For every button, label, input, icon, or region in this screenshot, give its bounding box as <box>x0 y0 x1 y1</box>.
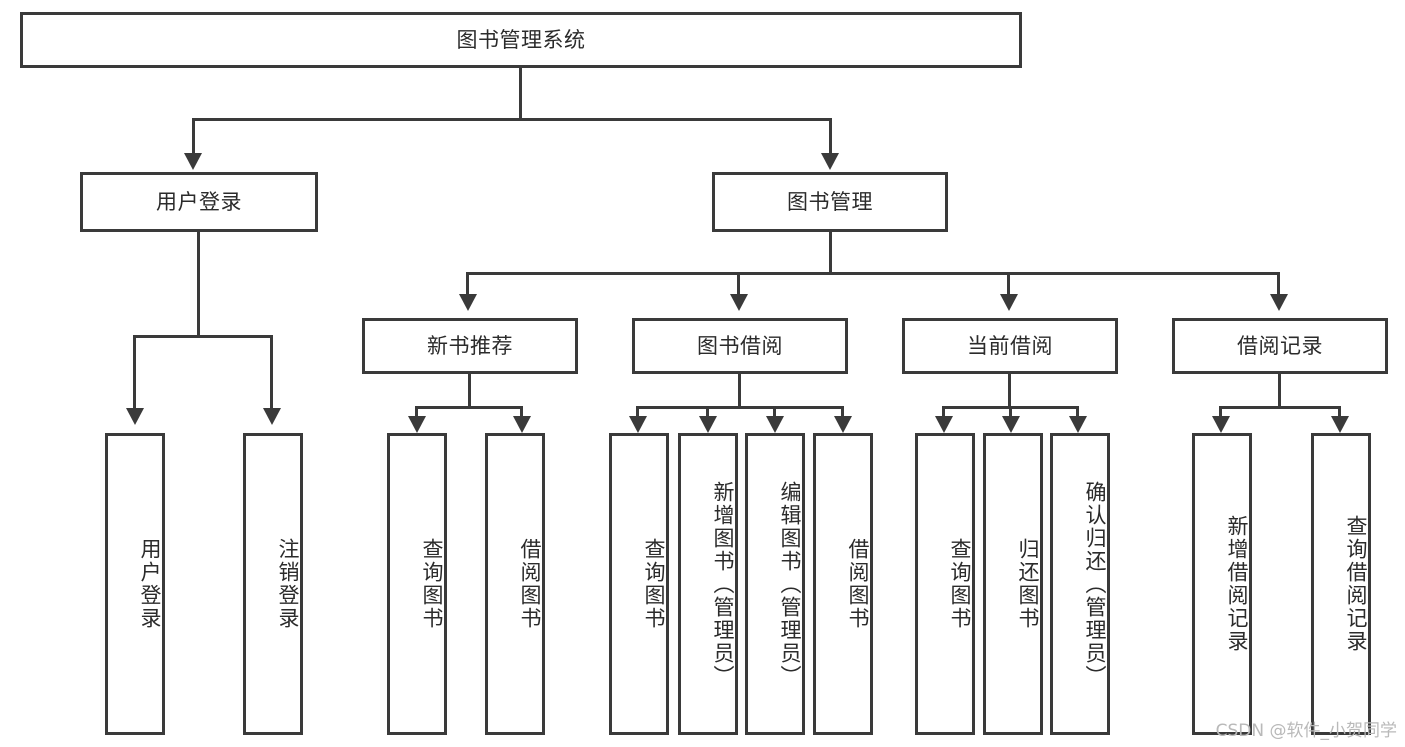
arrowhead-leaf-query-book-2 <box>629 416 647 433</box>
leaf-label: 确认归还（管理员） <box>1083 480 1107 688</box>
arrowhead-leaf-query-book-1 <box>408 416 426 433</box>
leaf-logout[interactable]: 注销登录 <box>243 433 303 735</box>
leaf-label: 用户登录 <box>138 538 162 630</box>
connector-new-book-drop-2 <box>520 406 523 418</box>
connector-book-borrow-drop-4 <box>841 406 844 418</box>
node-label: 图书管理系统 <box>456 27 586 52</box>
connector-book-mgmt-drop-3 <box>1007 272 1010 296</box>
connector-borrow-record-drop-2 <box>1338 406 1341 418</box>
connector-user-login-drop-1 <box>133 335 136 410</box>
node-label: 当前借阅 <box>967 333 1053 358</box>
connector-borrow-record-bus <box>1219 406 1341 409</box>
arrowhead-user-login <box>184 153 202 170</box>
leaf-label: 编辑图书（管理员） <box>778 480 802 688</box>
connector-to-user-login <box>192 118 195 155</box>
arrowhead-leaf-borrow-book-1 <box>513 416 531 433</box>
connector-book-mgmt-bus <box>466 272 1280 275</box>
node-book-borrow[interactable]: 图书借阅 <box>632 318 848 374</box>
leaf-current-query-book[interactable]: 查询图书 <box>915 433 975 735</box>
connector-user-login-drop-2 <box>270 335 273 410</box>
node-new-book-recommend[interactable]: 新书推荐 <box>362 318 578 374</box>
leaf-newbook-borrow-book[interactable]: 借阅图书 <box>485 433 545 735</box>
connector-new-book-stem <box>468 374 471 408</box>
leaf-label: 查询图书 <box>420 538 444 630</box>
node-book-management[interactable]: 图书管理 <box>712 172 948 232</box>
arrowhead-leaf-return-book <box>1002 416 1020 433</box>
leaf-label: 新增借阅记录 <box>1225 515 1249 653</box>
connector-root-stem <box>519 68 522 118</box>
connector-current-borrow-drop-2 <box>1009 406 1012 418</box>
connector-new-book-bus <box>415 406 523 409</box>
node-borrow-record[interactable]: 借阅记录 <box>1172 318 1388 374</box>
leaf-borrow-add-book[interactable]: 新增图书（管理员） <box>678 433 738 735</box>
connector-book-borrow-stem <box>738 374 741 408</box>
connector-book-borrow-drop-2 <box>706 406 709 418</box>
leaf-label: 查询图书 <box>948 538 972 630</box>
leaf-label: 查询图书 <box>642 538 666 630</box>
node-label: 图书管理 <box>787 189 873 214</box>
arrowhead-leaf-edit-book <box>766 416 784 433</box>
connector-current-borrow-stem <box>1008 374 1011 408</box>
arrowhead-leaf-query-record <box>1331 416 1349 433</box>
arrowhead-leaf-logout <box>263 408 281 425</box>
connector-borrow-record-drop-1 <box>1219 406 1222 418</box>
arrowhead-borrow-record <box>1270 294 1288 311</box>
connector-to-book-mgmt <box>829 118 832 155</box>
connector-user-login-stem <box>197 232 200 336</box>
arrowhead-leaf-borrow-book-2 <box>834 416 852 433</box>
leaf-label: 查询借阅记录 <box>1344 515 1368 653</box>
connector-book-mgmt-drop-4 <box>1277 272 1280 296</box>
connector-current-borrow-drop-1 <box>942 406 945 418</box>
connector-book-borrow-drop-1 <box>636 406 639 418</box>
leaf-label: 新增图书（管理员） <box>711 480 735 688</box>
node-label: 借阅记录 <box>1237 333 1323 358</box>
leaf-label: 借阅图书 <box>518 538 542 630</box>
leaf-label: 注销登录 <box>276 538 300 630</box>
node-user-login[interactable]: 用户登录 <box>80 172 318 232</box>
leaf-label: 归还图书 <box>1016 538 1040 630</box>
node-root-system[interactable]: 图书管理系统 <box>20 12 1022 68</box>
node-label: 图书借阅 <box>697 333 783 358</box>
arrowhead-leaf-add-book <box>699 416 717 433</box>
arrowhead-leaf-confirm-return <box>1069 416 1087 433</box>
node-label: 新书推荐 <box>427 333 513 358</box>
arrowhead-current-borrow <box>1000 294 1018 311</box>
node-current-borrow[interactable]: 当前借阅 <box>902 318 1118 374</box>
connector-borrow-record-stem <box>1278 374 1281 408</box>
connector-book-mgmt-stem <box>829 232 832 274</box>
arrowhead-new-book <box>459 294 477 311</box>
arrowhead-leaf-add-record <box>1212 416 1230 433</box>
connector-new-book-drop-1 <box>415 406 418 418</box>
leaf-current-confirm-return[interactable]: 确认归还（管理员） <box>1050 433 1110 735</box>
connector-current-borrow-drop-3 <box>1076 406 1079 418</box>
connector-book-borrow-drop-3 <box>773 406 776 418</box>
arrowhead-leaf-user-login <box>126 408 144 425</box>
connector-root-bus <box>192 118 832 121</box>
leaf-current-return-book[interactable]: 归还图书 <box>983 433 1043 735</box>
arrowhead-book-borrow <box>730 294 748 311</box>
connector-book-borrow-bus <box>636 406 844 409</box>
connector-book-mgmt-drop-2 <box>737 272 740 296</box>
leaf-borrow-query-book[interactable]: 查询图书 <box>609 433 669 735</box>
node-label: 用户登录 <box>156 189 242 214</box>
arrowhead-leaf-query-book-3 <box>935 416 953 433</box>
leaf-record-add-record[interactable]: 新增借阅记录 <box>1192 433 1252 735</box>
leaf-newbook-query-book[interactable]: 查询图书 <box>387 433 447 735</box>
leaf-record-query-record[interactable]: 查询借阅记录 <box>1311 433 1371 735</box>
leaf-borrow-edit-book[interactable]: 编辑图书（管理员） <box>745 433 805 735</box>
leaf-borrow-borrow-book[interactable]: 借阅图书 <box>813 433 873 735</box>
connector-user-login-bus <box>133 335 272 338</box>
arrowhead-book-mgmt <box>821 153 839 170</box>
leaf-label: 借阅图书 <box>846 538 870 630</box>
connector-book-mgmt-drop-1 <box>466 272 469 296</box>
leaf-user-login[interactable]: 用户登录 <box>105 433 165 735</box>
